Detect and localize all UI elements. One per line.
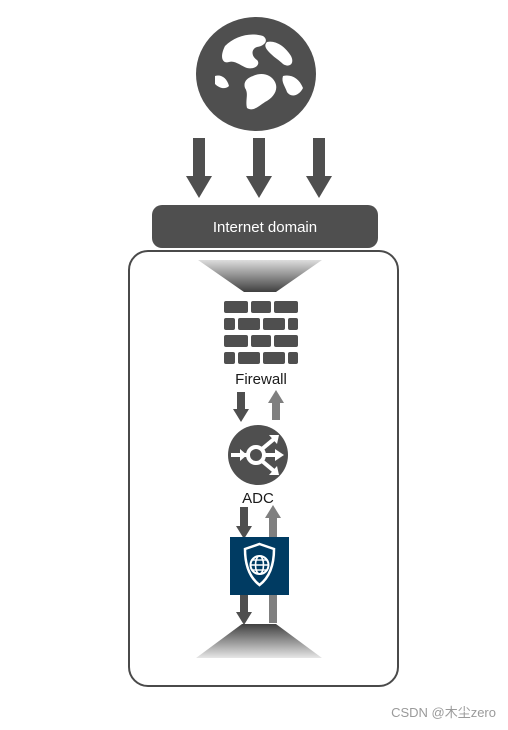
down-arrow-icon — [236, 595, 252, 625]
globe-icon — [195, 16, 317, 132]
down-arrow-icon — [306, 138, 332, 198]
internet-domain-label: Internet domain — [212, 219, 318, 236]
load-balancer-icon — [227, 424, 289, 486]
watermark: CSDN @木尘zero — [391, 705, 496, 720]
network-container — [128, 250, 399, 687]
up-arrow-icon — [268, 390, 284, 420]
brick-wall-icon — [224, 301, 298, 365]
shield-globe-icon — [230, 537, 289, 595]
up-arrow-connector — [265, 595, 281, 625]
internet-domain-box: Internet domain — [152, 205, 378, 248]
down-arrow-icon — [246, 138, 272, 198]
down-arrow-icon — [236, 507, 252, 539]
traffic-funnel-top — [198, 260, 322, 292]
firewall-label: Firewall — [235, 371, 287, 388]
down-arrow-icon — [186, 138, 212, 198]
adc-label: ADC — [242, 490, 274, 507]
up-arrow-icon — [265, 505, 281, 539]
down-arrow-icon — [233, 392, 249, 422]
traffic-funnel-bottom — [196, 624, 322, 658]
